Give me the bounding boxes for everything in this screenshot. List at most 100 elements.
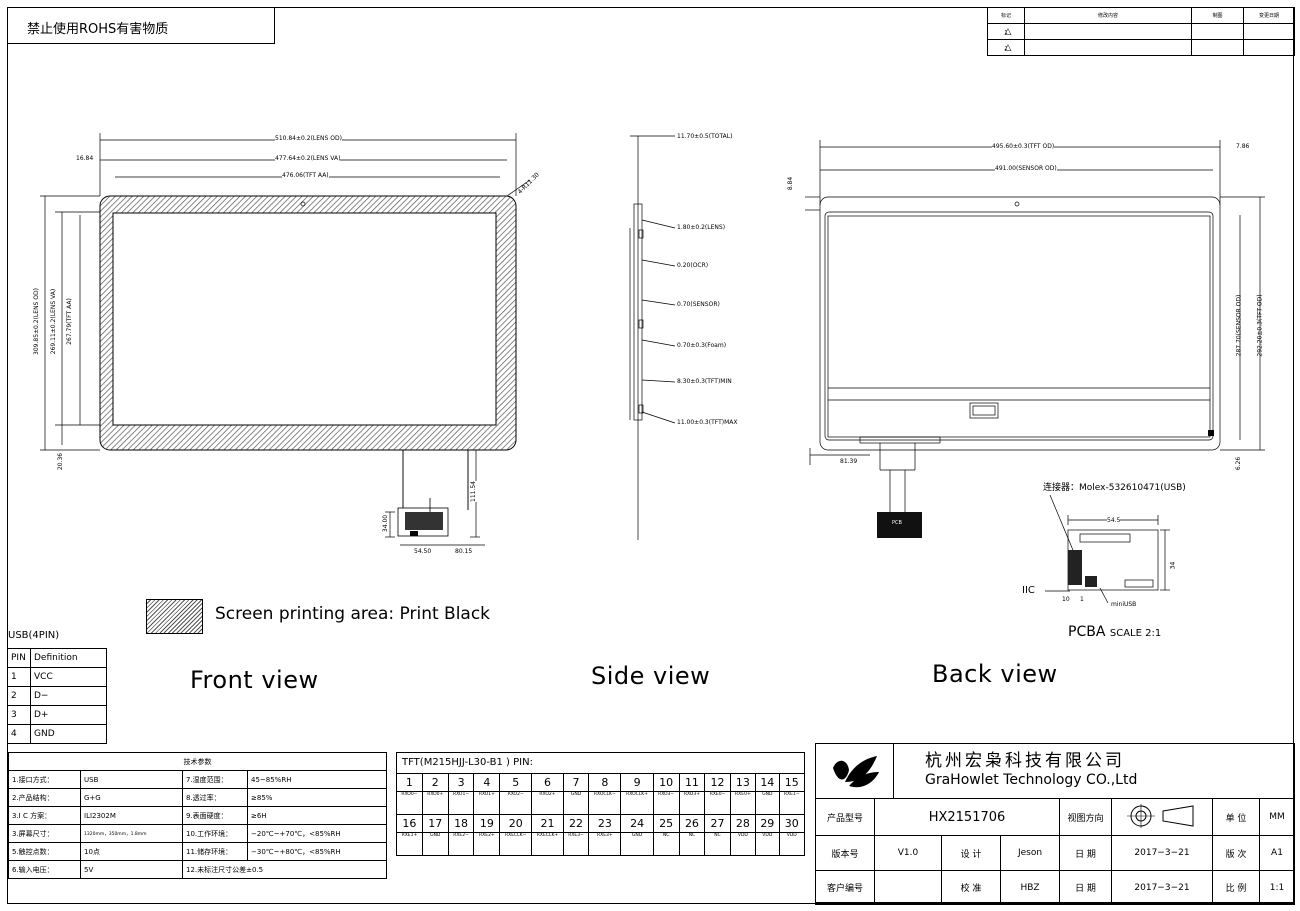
title-block-table: 产品型号 HX2151706 视图方向 单 位 MM 版本号 V1.0 设 计 … [815, 798, 1295, 905]
pin-number: 10 [652, 773, 680, 792]
pin-signal: RXE3− [562, 832, 590, 856]
pin-number: 26 [678, 814, 706, 833]
dim-fpc-len: 111.54 [470, 481, 477, 502]
pin-signal: RXO2+ [531, 791, 564, 815]
back-dim-sensor-od: 491.00(SENSOR OD) [995, 165, 1057, 172]
screen-print-swatch [146, 599, 203, 634]
pin-signal: RXE1+ [396, 832, 423, 856]
pin-signal: RXO0+ [421, 791, 449, 815]
rev-header: 修改内容 [1024, 7, 1192, 24]
pin-number: 18 [447, 814, 475, 833]
dim-conn-w: 54.50 [414, 548, 432, 555]
projection-symbol [1111, 798, 1213, 836]
pcba-miniusb: miniUSB [1111, 601, 1137, 608]
dim-conn-off: 80.15 [455, 548, 473, 555]
pin-signal: VDD [729, 832, 757, 856]
usb-header: Definition [30, 648, 107, 668]
side-dim-tft-max: 11.00±0.3(TFT)MAX [677, 419, 738, 426]
rev-mark: △2 [987, 39, 1025, 56]
pin-signal: RXE2+ [473, 832, 501, 856]
pin-number: 5 [499, 773, 533, 792]
company-name-en: GraHowlet Technology CO.,Ltd [925, 772, 1138, 788]
pin-number: 9 [620, 773, 654, 792]
view-dir-label: 视图方向 [1059, 798, 1112, 836]
pin-signal: VDD [778, 832, 806, 856]
pin-number: 16 [396, 814, 423, 833]
pin-signal: RXO3− [652, 791, 680, 815]
date-label: 日 期 [1059, 835, 1112, 871]
pin-number: 29 [755, 814, 780, 833]
pin-signal: RXECLK+ [531, 832, 564, 856]
pin-number: 19 [473, 814, 501, 833]
pcba-caption: PCBA SCALE 2:1 [1068, 624, 1162, 640]
pin-number: 3 [447, 773, 475, 792]
back-dim-top: 8.84 [787, 176, 795, 191]
pin-signal: RXECLK− [499, 832, 533, 856]
back-dim-bottom: 6.26 [1235, 456, 1243, 471]
pcba-connector: 连接器：Molex-532610471(USB) [1043, 483, 1186, 493]
pin-number: 15 [778, 773, 806, 792]
logo-divider [893, 743, 894, 798]
designer-value: Jeson [1000, 835, 1060, 871]
side-dim-total: 11.70±0.5(TOTAL) [677, 133, 733, 140]
drawing-border [7, 7, 1294, 904]
pin-number: 17 [421, 814, 449, 833]
pin-signal: NC [678, 832, 706, 856]
pin-signal: GND [620, 832, 654, 856]
front-view-title: Front view [190, 666, 319, 694]
pin-number: 22 [562, 814, 590, 833]
projection-icon [1127, 803, 1194, 828]
usb-table-title: USB(4PIN) [8, 630, 60, 641]
dim-h-lens-od: 309.85±0.2(LENS OD) [32, 288, 40, 355]
pin-signal: RXO3+ [678, 791, 706, 815]
design-label: 设 计 [941, 835, 1001, 871]
revision-table: 标记 修改内容 制图 变更日期 △1 △2 [987, 7, 1295, 56]
customer-value [874, 870, 942, 905]
pin-signal: RXO2− [499, 791, 533, 815]
dim-bottom: 20.36 [57, 452, 65, 471]
scale-value: 1:1 [1259, 870, 1295, 905]
back-dim-right: 7.86 [1236, 143, 1250, 150]
side-dim-sensor: 0.70(SENSOR) [677, 301, 720, 308]
notice-box: 禁止使用ROHS有害物质 [7, 7, 275, 44]
pin-signal: RXE0+ [729, 791, 757, 815]
pin-signal: RXO1+ [473, 791, 501, 815]
date-value: 2017−3−21 [1111, 870, 1213, 905]
pin-number: 7 [562, 773, 590, 792]
pcba-height: 34 [1169, 561, 1177, 570]
rev-label: 版 次 [1212, 835, 1260, 871]
pin-signal: RXE0− [704, 791, 731, 815]
pin-number: 11 [678, 773, 706, 792]
pin-signal: RXE1− [778, 791, 806, 815]
check-label: 校 准 [941, 870, 1001, 905]
pin-signal: GND [421, 832, 449, 856]
pin-number: 13 [729, 773, 757, 792]
date-label: 日 期 [1059, 870, 1112, 905]
back-view-drawing [805, 140, 1265, 538]
side-dim-tft-min: 8.30±0.3(TFT)MIN [677, 378, 732, 385]
dim-left-offset: 16.84 [76, 155, 94, 162]
customer-label: 客户编号 [815, 870, 875, 905]
front-view-drawing [40, 133, 531, 546]
side-dim-foam: 0.70±0.3(Foam) [677, 342, 727, 349]
model-label: 产品型号 [815, 798, 875, 836]
unit-value: MM [1259, 798, 1295, 836]
rev-header: 标记 [987, 7, 1025, 24]
pin-number: 12 [704, 773, 731, 792]
back-dim-h-sensor: 287.70(SENSOR OD) [1235, 294, 1243, 357]
dim-h-lens-va: 269.11±0.2(LENS VA) [50, 288, 58, 355]
pin-signal: RXE3+ [588, 832, 622, 856]
side-view-drawing [629, 135, 676, 540]
side-dim-ocr: 0.20(OCR) [677, 262, 709, 269]
pin-signal: RXOCLK+ [620, 791, 654, 815]
pcba-pin1: 1 [1080, 596, 1084, 603]
pin-number: 20 [499, 814, 533, 833]
pin-signal: VDD [755, 832, 780, 856]
